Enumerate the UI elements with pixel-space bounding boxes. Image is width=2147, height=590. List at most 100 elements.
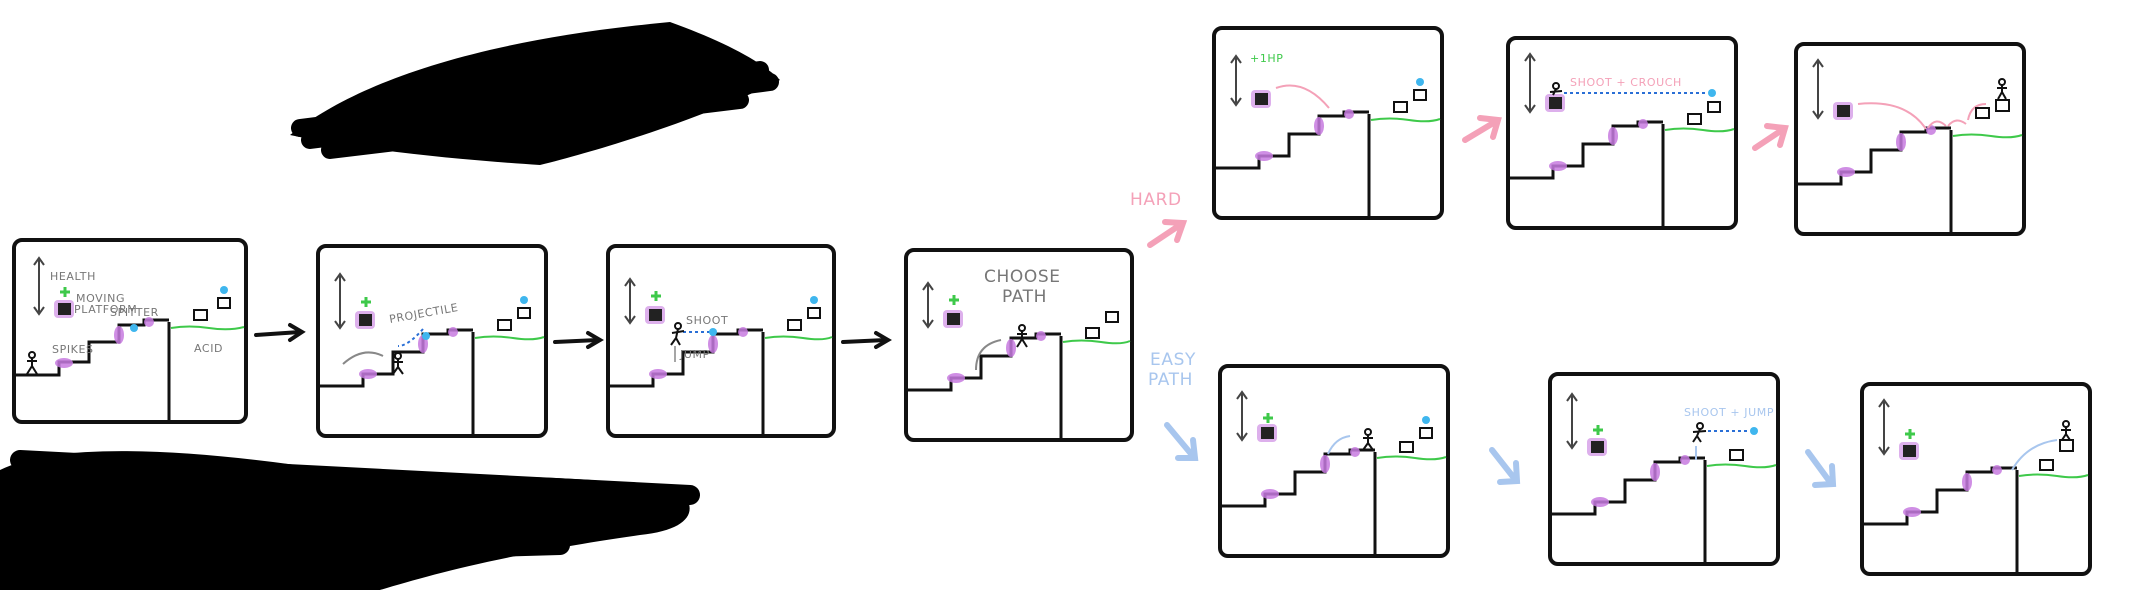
checkpoint-box [1975,107,1990,119]
spitter-enemy-box [1393,101,1408,113]
moving-platform [645,306,665,324]
moving-platform [355,311,375,329]
acid-pool [170,325,245,331]
acid-pool [764,335,833,341]
level-geometry [16,318,171,420]
jump-arcs [1857,102,1987,130]
health-bar-arrow [1878,398,1890,456]
checkpoint-box [1105,311,1119,323]
panel-frame [1218,364,1450,558]
acid-pool [474,335,545,341]
panel-2-projectile: PROJECTILE [316,244,548,438]
finish-box [2059,439,2074,452]
label-shoot-crouch: SHOOT + CROUCH [1570,76,1682,89]
acid-pool [1706,463,1777,469]
jump-arc [342,351,384,365]
health-pickup [1593,425,1603,435]
moving-platform [1587,438,1607,456]
health-pickup [949,295,959,305]
player-stick-figure [26,351,38,375]
panel-3-shoot-jump: SHOOT JUMP [606,244,836,438]
health-bar-arrow [1812,58,1824,120]
moving-platform [1545,94,1565,112]
spitter-dot-right [520,296,528,304]
flow-arrow-2 [553,331,604,349]
spitter-dot [709,328,717,336]
label-shoot: SHOOT [686,314,728,327]
moving-platform [54,300,74,318]
jump-arc [1327,435,1351,455]
label-spitter: SPITTER [110,306,159,319]
spitter-dot-right [1708,89,1716,97]
easy-branch-arrow [1164,422,1199,461]
panel-hard-3-finish [1794,42,2026,236]
panel-frame [1794,42,2026,236]
moving-platform [1251,90,1271,108]
spikes [1903,465,2002,517]
label-spikes: SPIKES [52,343,94,356]
label-moving-platform-1: MOVING [76,292,125,305]
panel-frame [1212,26,1444,220]
spikes [1261,447,1360,499]
finish-box [1995,99,2010,112]
redaction-scribble-bottom [0,450,700,590]
label-health: HEALTH [50,270,96,283]
player-stick-figure [1692,422,1707,443]
checkpoint-box [1413,89,1427,101]
panel-frame [12,238,248,424]
label-path: PATH [1002,287,1047,307]
label-jump: JUMP [679,348,710,361]
spikes [947,331,1046,383]
panel-1-intro: HEALTH MOVING PLATFORM SPITTER SPIKES AC… [12,238,248,424]
panel-frame [1548,372,1780,566]
spitter-enemy-box [193,309,208,321]
spikes [1549,119,1648,171]
flow-arrow-3 [841,331,892,349]
spitter-enemy-box [1687,113,1702,125]
player-stick-figure [1362,428,1374,451]
health-bar-arrow [624,277,636,325]
spitter-dot-right [1750,427,1758,435]
panel-easy-1 [1218,364,1450,558]
moving-platform [1833,102,1853,120]
easy-flow-arrow-1 [1489,447,1521,485]
player-stick-figure [2061,420,2071,441]
hard-flow-arrow-2 [1752,123,1789,151]
projectile-path [397,328,424,347]
acid-pool [1370,117,1441,123]
jump-arc [975,339,1002,371]
spitter-enemy-box [497,319,512,331]
checkpoint-box [1729,449,1744,461]
spitter-dot-right [220,286,228,294]
spitter-dot-right [810,296,818,304]
redaction-scribble-top [290,22,780,165]
panel-easy-2-shoot-jump: SHOOT + JUMP [1548,372,1780,566]
spitter-dot-right [1422,416,1430,424]
checkpoint-box [217,297,231,309]
label-moving-platform-2: PLATFORM [74,303,137,316]
label-shoot-jump: SHOOT + JUMP [1684,406,1774,419]
acid-pool [1062,339,1131,345]
player-stick-figure [392,352,404,375]
health-pickup [1905,429,1915,439]
checkpoint-box [2039,459,2054,471]
flow-arrow-1 [254,323,306,342]
jump-arc [2011,439,2058,471]
panel-frame [606,244,836,438]
spitter-dot [422,332,430,340]
panel-frame [1506,36,1738,230]
label-choose: CHOOSE [984,267,1061,287]
panel-hard-1-plus-hp: +1HP [1212,26,1444,220]
spitter-enemy-box [1085,327,1100,339]
health-pickup [651,291,661,301]
health-bar-arrow [1524,52,1536,114]
player-stick-figure [1997,78,2007,100]
checkpoint-box [1707,101,1721,113]
spikes [1591,455,1690,507]
acid-pool [2018,473,2089,479]
spikes [55,317,154,368]
hard-branch-arrow [1147,219,1188,248]
label-path-easy: PATH [1148,370,1193,390]
acid-pool [1952,133,2023,139]
